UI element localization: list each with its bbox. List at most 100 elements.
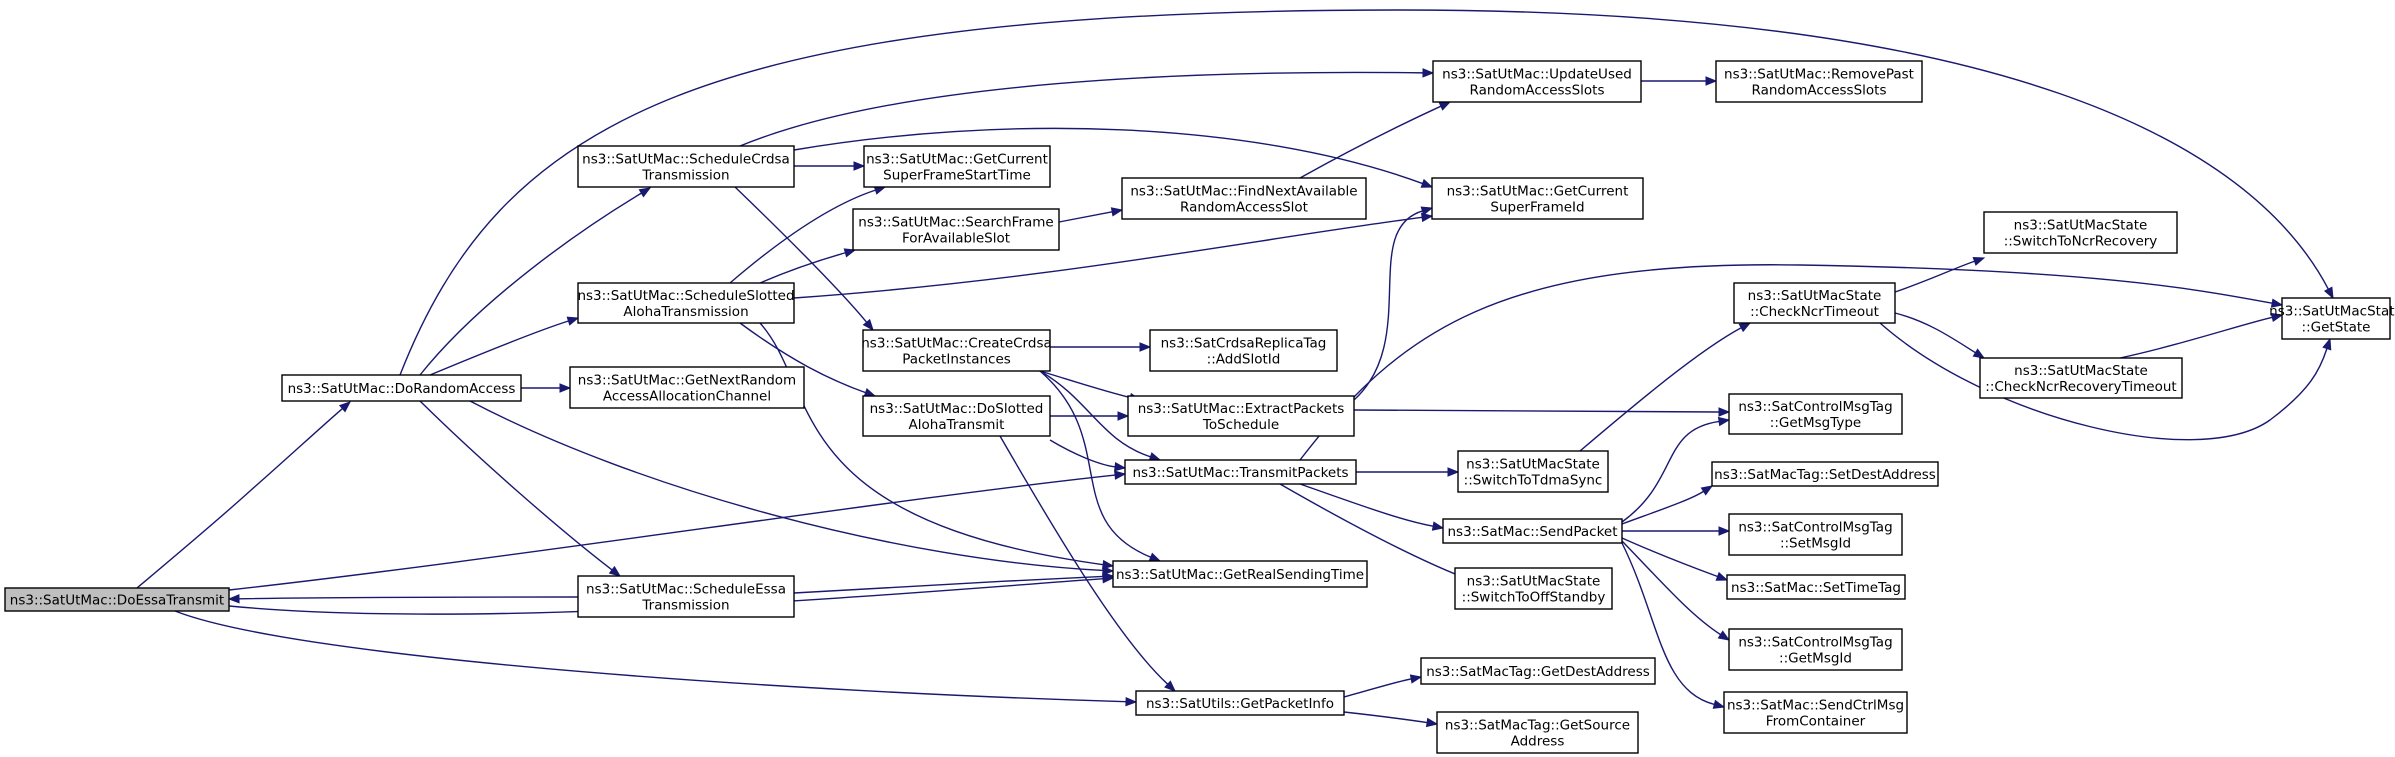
node-CheckNcrRecovery[interactable]: ns3::SatUtMacState::CheckNcrRecoveryTime… <box>1979 357 2183 399</box>
node-label: FromContainer <box>1766 714 1866 730</box>
edge-path <box>759 322 1104 566</box>
node-UpdateUsed[interactable]: ns3::SatUtMac::UpdateUsedRandomAccessSlo… <box>1432 60 1642 103</box>
node-GetPacketInfo[interactable]: ns3::SatUtils::GetPacketInfo <box>1135 690 1345 716</box>
node-label: ns3::SatUtMac::ExtractPackets <box>1138 401 1345 417</box>
edge-path <box>739 322 866 394</box>
node-CreateCrdsa[interactable]: ns3::SatUtMac::CreateCrdsaPacketInstance… <box>861 329 1052 372</box>
node-SwitchToTdma[interactable]: ns3::SatUtMacState::SwitchToTdmaSync <box>1457 450 1609 493</box>
arrowhead <box>1717 630 1731 641</box>
edge-path <box>734 186 868 323</box>
arrowhead <box>338 401 352 413</box>
node-SwitchToNcr[interactable]: ns3::SatUtMacState::SwitchToNcrRecovery <box>1983 211 2178 254</box>
edge-SendPacket-to-GetMsgId <box>1621 540 1731 641</box>
node-SendPacket[interactable]: ns3::SatMac::SendPacket <box>1442 518 1623 544</box>
node-label: ns3::SatUtMac::RemovePast <box>1724 67 1914 83</box>
edge-CreateCrdsa-to-TransmitPackets <box>1039 370 1162 462</box>
arrowhead <box>1114 462 1127 472</box>
node-box <box>1124 459 1357 485</box>
node-label: ns3::SatUtMac::DoEssaTransmit <box>10 593 224 609</box>
node-GetNextRandom[interactable]: ns3::SatUtMac::GetNextRandomAccessAlloca… <box>569 366 805 409</box>
node-FindNext[interactable]: ns3::SatUtMac::FindNextAvailableRandomAc… <box>1121 177 1367 220</box>
arrowhead <box>1114 470 1127 480</box>
arrowhead <box>559 383 572 393</box>
node-box <box>1715 60 1923 103</box>
node-label: ::SetMsgId <box>1780 536 1851 552</box>
node-GetRealSendingTime[interactable]: ns3::SatUtMac::GetRealSendingTime <box>1112 560 1368 588</box>
node-SwitchToOff[interactable]: ns3::SatUtMacState::SwitchToOffStandby <box>1454 567 1613 610</box>
arrowhead <box>1425 717 1439 728</box>
edge-UpdateUsed-to-RemovePast <box>1641 76 1718 86</box>
node-AddSlotId[interactable]: ns3::SatCrdsaReplicaTag::AddSlotId <box>1149 329 1338 372</box>
edge-DoRandomAccess-to-GetRealSendingTime <box>469 400 1115 576</box>
node-box <box>1135 690 1345 716</box>
node-label: ns3::SatControlMsgTag <box>1738 635 1892 651</box>
node-label: ns3::SatUtils::GetPacketInfo <box>1146 696 1334 712</box>
edge-path <box>793 216 1423 299</box>
edge-SendPacket-to-GetMsgType <box>1621 416 1731 523</box>
node-GetCurrentSFStart[interactable]: ns3::SatUtMac::GetCurrentSuperFrameStart… <box>863 145 1051 188</box>
arrowhead <box>1164 680 1176 692</box>
edge-path <box>1039 370 1151 458</box>
edge-path <box>1299 483 1434 527</box>
node-label: ns3::SatUtMac::FindNextAvailable <box>1130 184 1357 200</box>
node-box <box>1728 628 1903 671</box>
node-box <box>1431 177 1644 220</box>
arrowhead <box>1438 101 1452 111</box>
edge-ScheduleCrdsa-to-CreateCrdsa <box>734 186 874 332</box>
node-GetMsgType[interactable]: ns3::SatControlMsgTag::GetMsgType <box>1728 393 1903 435</box>
arrowhead <box>1420 206 1434 216</box>
node-GetState[interactable]: ns3::SatUtMacState::GetState <box>2269 297 2395 340</box>
arrowhead <box>638 187 652 198</box>
node-label: ns3::SatUtMac::ScheduleSlotted <box>577 288 794 304</box>
arrowhead <box>1972 348 1986 359</box>
node-SetMsgId[interactable]: ns3::SatControlMsgTag::SetMsgId <box>1728 513 1903 556</box>
node-label: ns3::SatMac::SetTimeTag <box>1731 580 1901 596</box>
arrowhead <box>843 248 857 258</box>
node-label: ns3::SatUtMac::DoSlotted <box>870 401 1044 417</box>
edge-path <box>1579 327 1742 452</box>
edge-DoRandomAccess-to-ScheduleEssa <box>419 400 622 577</box>
node-SetDestAddress[interactable]: ns3::SatMacTag::SetDestAddress <box>1711 461 1939 487</box>
arrowhead <box>1717 416 1731 427</box>
node-box <box>1728 513 1903 556</box>
node-box <box>1711 461 1939 487</box>
edge-path <box>1039 370 1131 399</box>
node-ScheduleSlotted[interactable]: ns3::SatUtMac::ScheduleSlottedAlohaTrans… <box>577 282 795 324</box>
arrowhead <box>2270 298 2284 308</box>
edge-DoRandomAccess-to-ScheduleSlotted <box>429 316 580 376</box>
node-box <box>577 145 795 188</box>
node-CheckNcrTimeout[interactable]: ns3::SatUtMacState::CheckNcrTimeout <box>1733 282 1896 324</box>
node-SearchFrame[interactable]: ns3::SatUtMac::SearchFrameForAvailableSl… <box>852 208 1060 251</box>
node-label: ns3::SatUtMac::GetRealSendingTime <box>1116 567 1364 583</box>
call-graph-nodes: ns3::SatUtMac::DoEssaTransmit ns3::SatUtM… <box>4 60 2395 754</box>
node-SetTimeTag[interactable]: ns3::SatMac::SetTimeTag <box>1726 574 1906 600</box>
edge-CheckNcrRecovery-to-GetState <box>2119 312 2284 359</box>
node-label: Address <box>1511 734 1565 750</box>
edge-ScheduleCrdsa-to-GetCurrentSFStart <box>794 161 866 171</box>
edge-path <box>1343 711 1428 724</box>
node-DoRandomAccess[interactable]: ns3::SatUtMac::DoRandomAccess <box>281 374 522 402</box>
edge-path <box>1621 540 1721 636</box>
edge-path <box>1058 211 1113 223</box>
arrowhead <box>566 316 580 326</box>
arrowhead <box>863 388 877 397</box>
arrowhead <box>227 594 240 604</box>
node-GetDestAddress[interactable]: ns3::SatMacTag::GetDestAddress <box>1420 657 1656 685</box>
edge-FindNext-to-UpdateUsed <box>1299 101 1452 179</box>
node-RemovePast[interactable]: ns3::SatUtMac::RemovePastRandomAccessSlo… <box>1715 60 1923 103</box>
node-TransmitPackets[interactable]: ns3::SatUtMac::TransmitPackets <box>1124 459 1357 485</box>
node-DoEssaTransmit[interactable]: ns3::SatUtMac::DoEssaTransmit <box>4 587 230 612</box>
edge-SearchFrame-to-FindNext <box>1058 207 1124 223</box>
node-GetMsgId[interactable]: ns3::SatControlMsgTag::GetMsgId <box>1728 628 1903 671</box>
arrowhead <box>1420 178 1434 188</box>
arrowhead <box>862 318 874 332</box>
edge-path <box>419 192 642 376</box>
edge-path <box>1039 370 1152 558</box>
